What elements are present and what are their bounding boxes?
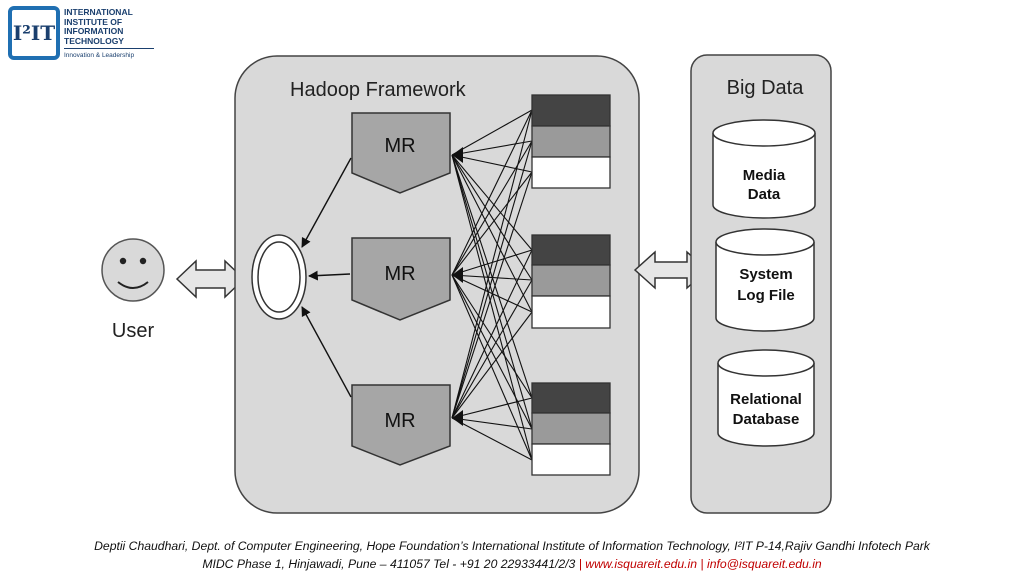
data-block-stack-1 <box>531 94 611 189</box>
mr-node-3: MR <box>351 384 451 466</box>
user-label: User <box>112 320 155 342</box>
footer-website-link[interactable]: www.isquareit.edu.in <box>585 557 698 571</box>
institute-logo: I²IT INTERNATIONAL INSTITUTE OF INFORMAT… <box>8 6 154 64</box>
logo-text: INTERNATIONAL INSTITUTE OF INFORMATION T… <box>64 7 154 61</box>
data-block-stack-3 <box>531 382 611 476</box>
user-smiley-icon <box>101 238 165 302</box>
logo-line-4: TECHNOLOGY <box>64 35 124 46</box>
footer-line-2: MIDC Phase 1, Hinjawadi, Pune – 411057 T… <box>0 555 1024 573</box>
hadoop-framework-title: Hadoop Framework <box>290 79 467 101</box>
relational-database-icon: Relational Database <box>717 349 815 447</box>
mr-node-1-label: MR <box>384 135 415 157</box>
mr-to-collector-arrows <box>301 157 352 398</box>
i2it-logo-icon: I²IT <box>8 6 60 60</box>
mr-block-connections <box>451 109 533 461</box>
big-data-title: Big Data <box>727 77 805 99</box>
footer-separator-1: | <box>575 557 586 571</box>
footer-address: MIDC Phase 1, Hinjawadi, Pune – 411057 T… <box>202 557 576 571</box>
logo-tagline: Innovation & Leadership <box>64 48 154 61</box>
system-log-line1: System <box>739 266 792 283</box>
media-data-line1: Media <box>743 167 786 184</box>
mr-node-2-label: MR <box>384 263 415 285</box>
mr-node-3-label: MR <box>384 410 415 432</box>
slide-footer: Deptii Chaudhari, Dept. of Computer Engi… <box>0 537 1024 573</box>
logo-line-2: INSTITUTE OF <box>64 16 123 27</box>
collector-ellipse <box>251 234 307 320</box>
logo-line-3: INFORMATION <box>64 26 124 36</box>
footer-line-1: Deptii Chaudhari, Dept. of Computer Engi… <box>94 539 930 553</box>
media-data-database-icon: Media Data <box>712 119 816 219</box>
logo-mark-text: I²IT <box>12 21 56 45</box>
connection-arrowheads <box>452 147 463 426</box>
user-framework-double-arrow <box>175 259 246 299</box>
relational-db-line2: Database <box>733 411 800 428</box>
logo-line-1: INTERNATIONAL <box>64 7 133 17</box>
system-log-file-database-icon: System Log File <box>715 228 815 332</box>
mr-node-2: MR <box>351 237 451 321</box>
relational-db-line1: Relational <box>730 391 802 408</box>
system-log-line2: Log File <box>737 287 795 304</box>
media-data-line2: Data <box>748 186 781 203</box>
footer-separator-2: | <box>697 557 707 571</box>
mr-node-1: MR <box>351 112 451 194</box>
footer-email-link[interactable]: info@isquareit.edu.in <box>707 557 822 571</box>
data-block-stack-2 <box>531 234 611 329</box>
